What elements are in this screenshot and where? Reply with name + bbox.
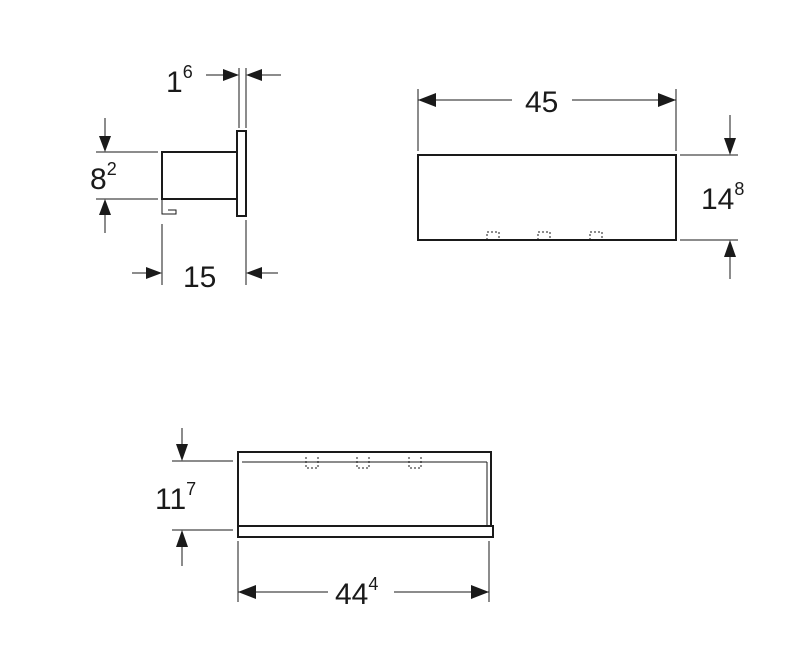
top-dim-width-arrow-right	[471, 585, 489, 599]
front-dim-height-label: 148	[701, 179, 744, 216]
top-hidden-fixing-2	[356, 457, 370, 469]
top-hidden-fixing-3	[408, 457, 422, 469]
top-dim-height-arrow-top	[176, 444, 188, 461]
front-view: 45 148	[417, 86, 744, 279]
top-lip	[237, 525, 494, 538]
top-hidden-fixing-1	[305, 457, 319, 469]
side-dim-top-arrow-right	[246, 69, 262, 81]
front-dim-height-arrow-top	[724, 138, 736, 155]
front-body	[417, 154, 677, 241]
top-dim-height-label: 117	[155, 479, 196, 516]
front-hidden-fixing-2	[537, 231, 551, 240]
side-dim-height-arrow-top	[99, 136, 111, 152]
side-wall-plate	[236, 130, 247, 217]
front-dim-width-label: 45	[525, 86, 558, 119]
front-hidden-fixing-1	[486, 231, 500, 240]
top-view: 117 444	[155, 428, 494, 611]
front-dim-width-arrow-right	[658, 93, 676, 107]
side-body	[161, 151, 238, 200]
side-dim-height-label: 82	[90, 159, 117, 196]
top-dim-height-arrow-bottom	[176, 530, 188, 547]
side-dim-top-label: 16	[166, 62, 193, 99]
front-dim-width-arrow-left	[418, 93, 436, 107]
front-dim-height-arrow-bottom	[724, 240, 736, 257]
top-dim-width-arrow-left	[238, 585, 256, 599]
side-dim-depth-arrow-right	[246, 267, 262, 279]
side-dim-top-arrow-left	[223, 69, 239, 81]
side-dim-depth-arrow-left	[146, 267, 162, 279]
side-dim-depth-label: 15	[183, 261, 216, 294]
side-dim-height-arrow-bottom	[99, 199, 111, 215]
side-view: 16 82 15	[90, 62, 281, 294]
front-hidden-fixing-3	[589, 231, 603, 240]
side-hook-lip	[161, 199, 177, 215]
top-dim-width-label: 444	[335, 574, 378, 611]
top-body	[237, 451, 492, 527]
